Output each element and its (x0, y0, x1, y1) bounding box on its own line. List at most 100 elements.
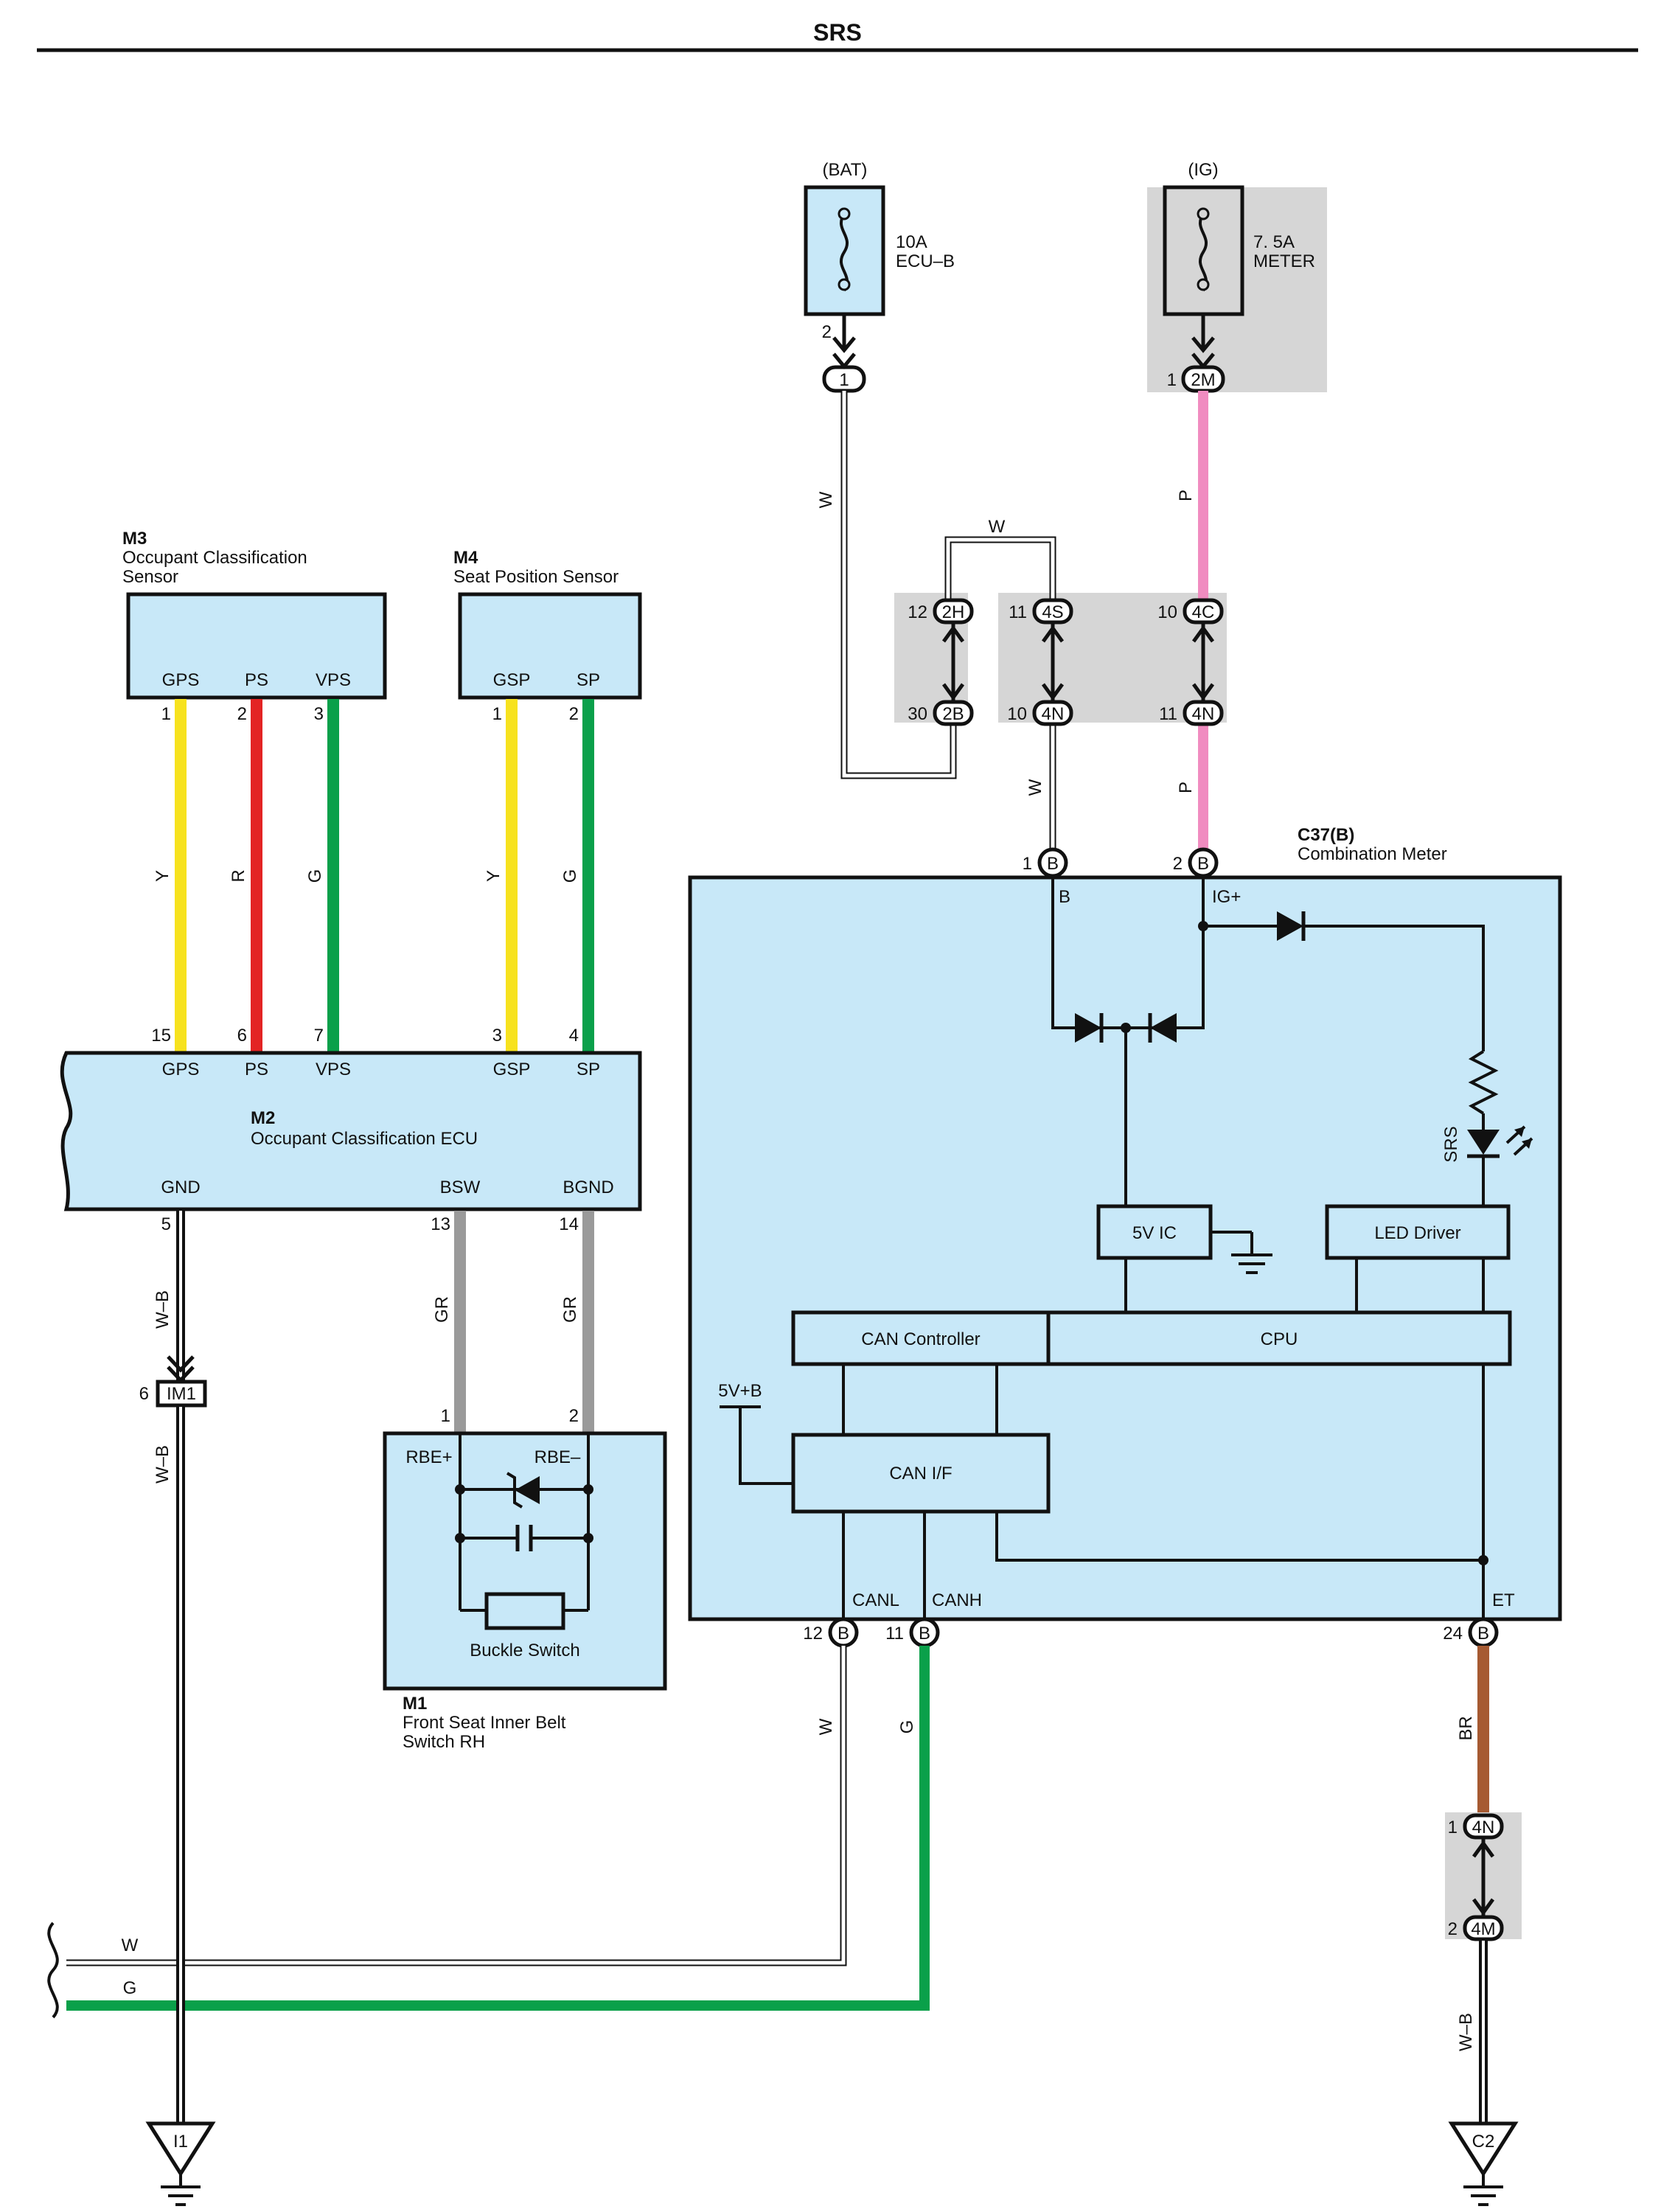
wire-g-canh: G G (52, 1646, 930, 2011)
svg-text:C37(B): C37(B) (1298, 825, 1354, 845)
wire-wb-c2: W–B (1456, 1941, 1488, 2124)
svg-text:15: 15 (151, 1026, 171, 1046)
svg-text:M4: M4 (453, 548, 478, 568)
svg-text:Occupant Classification ECU: Occupant Classification ECU (251, 1129, 478, 1149)
svg-text:12: 12 (803, 1624, 823, 1644)
component-m2-ecu: GPS PS VPS GSP SP M2 Occupant Classifica… (60, 1051, 642, 1211)
svg-text:G: G (305, 869, 325, 883)
fuse-ecu-b: (BAT) 10A ECU–B 2 1 (804, 160, 955, 393)
svg-text:Buckle Switch: Buckle Switch (470, 1641, 579, 1660)
svg-text:Combination Meter: Combination Meter (1298, 844, 1447, 864)
svg-text:3: 3 (492, 1026, 502, 1046)
svg-text:2: 2 (569, 1406, 579, 1426)
svg-text:GSP: GSP (493, 670, 531, 690)
svg-text:4: 4 (569, 1026, 579, 1046)
fuse-meter: (IG) 7. 5A METER 2M 1 (1147, 160, 1327, 393)
block-can-if (791, 1433, 1051, 1514)
svg-text:1: 1 (1167, 370, 1177, 390)
svg-text:10A: 10A (896, 232, 927, 252)
svg-text:3: 3 (314, 704, 324, 724)
svg-text:GSP: GSP (493, 1060, 531, 1079)
svg-text:11: 11 (1009, 602, 1027, 622)
svg-text:W–B: W–B (153, 1445, 173, 1484)
svg-text:VPS: VPS (316, 670, 351, 690)
svg-text:W: W (816, 491, 836, 508)
svg-text:2: 2 (1448, 1919, 1458, 1939)
block-cpu (1046, 1310, 1512, 1366)
wire-w-bridge: W (944, 517, 1056, 606)
svg-text:BSW: BSW (440, 1178, 481, 1197)
svg-text:Seat Position Sensor: Seat Position Sensor (453, 567, 619, 587)
svg-text:SP: SP (577, 670, 600, 690)
connector-4n-4m: 4N 1 4M 2 (1445, 1812, 1522, 1941)
svg-text:B: B (919, 1624, 930, 1644)
svg-text:(IG): (IG) (1188, 160, 1218, 180)
svg-text:M3: M3 (122, 529, 147, 549)
ground-c2: C2 (1448, 2121, 1519, 2206)
svg-text:W: W (1025, 779, 1045, 796)
svg-text:5V IC: 5V IC (1132, 1223, 1177, 1243)
svg-text:2: 2 (237, 704, 247, 724)
svg-text:SRS: SRS (1441, 1126, 1461, 1162)
svg-text:IM1: IM1 (167, 1384, 196, 1404)
svg-text:METER: METER (1253, 251, 1315, 271)
svg-text:12: 12 (908, 602, 927, 622)
svg-text:PS: PS (245, 1060, 268, 1079)
wire-w-bat: W (816, 391, 957, 779)
svg-text:W–B: W–B (1456, 2013, 1476, 2051)
svg-text:SP: SP (577, 1060, 600, 1079)
svg-text:4M: 4M (1471, 1919, 1495, 1939)
svg-text:M1: M1 (403, 1694, 427, 1714)
svg-text:6: 6 (139, 1384, 149, 1404)
svg-text:7. 5A: 7. 5A (1253, 232, 1295, 252)
svg-text:CAN I/F: CAN I/F (889, 1464, 952, 1484)
svg-text:W: W (989, 517, 1006, 537)
svg-text:GR: GR (432, 1296, 452, 1323)
svg-text:Y: Y (153, 870, 173, 882)
svg-text:10: 10 (1157, 602, 1177, 622)
wire-br-et: BR (1456, 1646, 1489, 1815)
svg-text:R: R (229, 869, 248, 882)
svg-text:1: 1 (1023, 854, 1032, 874)
svg-text:1: 1 (1448, 1818, 1458, 1837)
svg-text:CANL: CANL (852, 1590, 899, 1610)
svg-text:13: 13 (431, 1214, 450, 1234)
svg-text:5: 5 (161, 1214, 171, 1234)
svg-text:I1: I1 (173, 2132, 188, 2152)
svg-text:BR: BR (1456, 1716, 1476, 1740)
connector-4c-4n: 4C 10 4N 11 (1157, 598, 1224, 726)
svg-text:2H: 2H (942, 602, 965, 622)
block-led-driver (1325, 1204, 1511, 1260)
svg-text:1: 1 (839, 370, 849, 390)
block-5v-ic (1096, 1204, 1213, 1260)
svg-text:B: B (1059, 887, 1070, 907)
svg-text:1: 1 (441, 1406, 450, 1426)
component-m3-sensor: M3 Occupant Classification Sensor GPS PS… (122, 529, 387, 700)
svg-text:RBE–: RBE– (534, 1447, 581, 1467)
svg-text:BGND: BGND (563, 1178, 613, 1197)
wire-wb-gnd-m2: 5 W–B IM1 6 W–B (139, 1211, 207, 2124)
pin-ig-plus: B 2 IG+ (1173, 847, 1241, 907)
svg-text:G: G (560, 869, 580, 883)
svg-text:10: 10 (1007, 704, 1027, 724)
svg-text:LED Driver: LED Driver (1374, 1223, 1460, 1243)
svg-text:G: G (123, 1978, 137, 1998)
pin-et: B 24 (1443, 1617, 1499, 1648)
svg-text:W: W (816, 1718, 836, 1735)
svg-text:B: B (1477, 1624, 1489, 1644)
svg-text:W: W (122, 1935, 139, 1955)
svg-text:2: 2 (822, 322, 832, 342)
svg-text:2: 2 (569, 704, 579, 724)
connector-4s-4n: 4S 11 4N 10 (1007, 598, 1073, 726)
svg-text:ET: ET (1492, 1590, 1515, 1610)
svg-text:PS: PS (245, 670, 268, 690)
svg-text:30: 30 (908, 704, 927, 724)
wires-belt-switch: 13 14 GR GR 1 2 (431, 1211, 594, 1433)
svg-text:ECU–B: ECU–B (896, 251, 955, 271)
svg-text:GPS: GPS (162, 1060, 200, 1079)
svg-text:CAN Controller: CAN Controller (861, 1329, 980, 1349)
svg-text:4C: 4C (1192, 602, 1215, 622)
svg-text:4N: 4N (1472, 1818, 1495, 1837)
svg-text:2B: 2B (942, 704, 964, 724)
